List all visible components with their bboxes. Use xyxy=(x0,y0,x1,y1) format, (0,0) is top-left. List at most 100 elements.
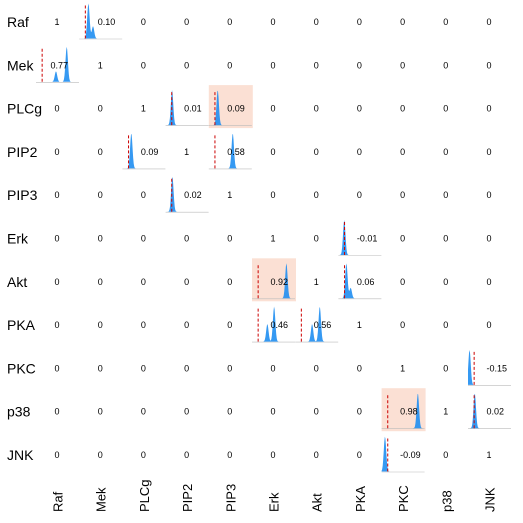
row-label-akt: Akt xyxy=(7,274,27,290)
cell-value-pkc-plcg: 0 xyxy=(141,363,146,373)
density-curve xyxy=(36,46,79,82)
cell-value-mek-pkc: 0 xyxy=(400,60,405,70)
cell-value-erk-pip3: 0 xyxy=(227,234,232,244)
cell-value-plcg-erk: 0 xyxy=(271,104,276,114)
density-plot-pka-akt xyxy=(295,306,339,343)
density-curve xyxy=(381,436,425,472)
cell-value-plcg-mek: 0 xyxy=(98,104,103,114)
cell-value-p38-plcg: 0 xyxy=(141,407,146,417)
cell-value-jnk-raf: 0 xyxy=(55,450,60,460)
cell-value-raf-pip3: 0 xyxy=(227,17,232,27)
row-label-pkc: PKC xyxy=(7,360,36,376)
cell-value-akt-jnk: 0 xyxy=(487,277,492,287)
cell-value-pip2-pip3: 0.58 xyxy=(227,147,245,157)
cell-value-pip2-mek: 0 xyxy=(98,147,103,157)
cell-value-pip3-jnk: 0 xyxy=(487,190,492,200)
cell-value-akt-pkc: 0 xyxy=(400,277,405,287)
col-label-mek: Mek xyxy=(94,487,109,512)
cell-value-pip3-mek: 0 xyxy=(98,190,103,200)
density-curve xyxy=(79,3,123,39)
density-plot-pip2-plcg xyxy=(122,133,166,170)
density-plot-plcg-pip3 xyxy=(208,90,252,126)
cell-value-raf-plcg: 0 xyxy=(141,17,146,27)
row-label-plcg: PLCg xyxy=(7,101,42,117)
cell-value-pka-mek: 0 xyxy=(98,320,103,330)
cell-value-p38-jnk: 0.02 xyxy=(487,407,505,417)
cell-value-pip3-akt: 0 xyxy=(314,190,319,200)
cell-value-p38-pkc: 0.98 xyxy=(400,407,418,417)
cell-value-akt-mek: 0 xyxy=(98,277,103,287)
cell-value-pka-pip3: 0 xyxy=(227,320,232,330)
cell-value-pip2-raf: 0 xyxy=(55,147,60,157)
cell-value-p38-pip2: 0 xyxy=(184,407,189,417)
density-curve xyxy=(338,263,382,299)
cell-value-pkc-mek: 0 xyxy=(98,363,103,373)
cell-value-p38-erk: 0 xyxy=(271,407,276,417)
density-plot-jnk-pkc xyxy=(381,436,425,473)
row-label-pip2: PIP2 xyxy=(7,144,38,160)
cell-value-plcg-pka: 0 xyxy=(357,104,362,114)
cell-value-pkc-pka: 0 xyxy=(357,363,362,373)
cell-value-akt-pip2: 0 xyxy=(184,277,189,287)
col-label-p38: p38 xyxy=(439,490,454,512)
cell-value-jnk-pkc: -0.09 xyxy=(400,450,421,460)
col-label-pka: PKA xyxy=(353,486,368,512)
cell-value-plcg-pkc: 0 xyxy=(400,104,405,114)
cell-value-pip3-raf: 0 xyxy=(55,190,60,200)
col-label-pip3: PIP3 xyxy=(223,484,238,512)
cell-value-mek-p38: 0 xyxy=(443,60,448,70)
row-label-jnk: JNK xyxy=(7,447,34,463)
cell-value-jnk-plcg: 0 xyxy=(141,450,146,460)
density-curve xyxy=(338,220,382,255)
cell-value-raf-jnk: 0 xyxy=(487,17,492,27)
cell-value-jnk-mek: 0 xyxy=(98,450,103,460)
cell-value-plcg-p38: 0 xyxy=(443,104,448,114)
col-label-pip2: PIP2 xyxy=(180,484,195,512)
cell-value-pip3-pkc: 0 xyxy=(400,190,405,200)
cell-value-plcg-akt: 0 xyxy=(314,104,319,114)
cell-value-plcg-raf: 0 xyxy=(55,104,60,114)
cell-value-erk-jnk: 0 xyxy=(487,234,492,244)
density-curve xyxy=(165,90,209,126)
cell-value-plcg-plcg: 1 xyxy=(141,104,146,114)
col-label-pkc: PKC xyxy=(396,485,411,512)
cell-value-pka-pka: 1 xyxy=(357,320,362,330)
cell-value-p38-p38: 1 xyxy=(443,407,448,417)
cell-value-pka-pip2: 0 xyxy=(184,320,189,330)
cell-value-jnk-p38: 0 xyxy=(443,450,448,460)
cell-value-pip3-pka: 0 xyxy=(357,190,362,200)
density-plot-akt-pka xyxy=(338,263,382,300)
cell-value-pip2-pkc: 0 xyxy=(400,147,405,157)
cell-value-pka-jnk: 0 xyxy=(487,320,492,330)
density-plot-p38-pkc xyxy=(381,393,425,430)
cell-value-akt-p38: 0 xyxy=(443,277,448,287)
cell-value-raf-pka: 0 xyxy=(357,17,362,27)
cell-value-p38-pka: 0 xyxy=(357,407,362,417)
cell-value-akt-pka: 0.06 xyxy=(357,277,375,287)
cell-value-mek-pip3: 0 xyxy=(227,60,232,70)
density-plot-pip3-pip2 xyxy=(165,176,209,213)
cell-value-mek-pka: 0 xyxy=(357,60,362,70)
cell-value-p38-mek: 0 xyxy=(98,407,103,417)
density-curve xyxy=(208,90,252,126)
cell-value-plcg-jnk: 0 xyxy=(487,104,492,114)
cell-value-pka-akt: 0.56 xyxy=(314,320,332,330)
cell-value-mek-pip2: 0 xyxy=(184,60,189,70)
cell-value-pkc-pip2: 0 xyxy=(184,363,189,373)
cell-value-pip2-jnk: 0 xyxy=(487,147,492,157)
cell-value-pip3-pip3: 1 xyxy=(227,190,232,200)
cell-value-akt-erk: 0.92 xyxy=(271,277,289,287)
cell-value-pip3-erk: 0 xyxy=(271,190,276,200)
cell-value-raf-p38: 0 xyxy=(443,17,448,27)
cell-value-erk-pip2: 0 xyxy=(184,234,189,244)
cell-value-raf-pkc: 0 xyxy=(400,17,405,27)
cell-value-mek-mek: 1 xyxy=(98,60,103,70)
cell-value-erk-akt: 0 xyxy=(314,234,319,244)
cell-value-mek-akt: 0 xyxy=(314,60,319,70)
density-curve xyxy=(381,393,425,429)
cell-value-plcg-pip2: 0.01 xyxy=(184,104,202,114)
row-label-mek: Mek xyxy=(7,57,34,73)
cell-value-mek-plcg: 0 xyxy=(141,60,146,70)
cell-value-raf-raf: 1 xyxy=(55,17,60,27)
cell-value-pkc-pkc: 1 xyxy=(400,363,405,373)
